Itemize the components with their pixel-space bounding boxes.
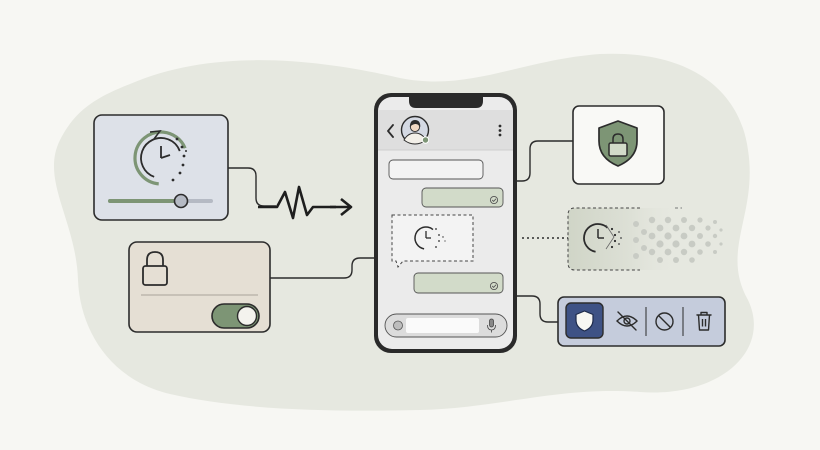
shield-lock-icon bbox=[598, 120, 638, 167]
eye-off-icon[interactable] bbox=[616, 311, 638, 331]
avatar[interactable] bbox=[400, 115, 430, 145]
read-check-icon bbox=[489, 195, 499, 205]
lock-icon bbox=[142, 251, 168, 286]
connector-line bbox=[517, 295, 558, 323]
message-input[interactable] bbox=[384, 313, 508, 338]
connector-line bbox=[228, 167, 276, 207]
back-arrow-icon[interactable] bbox=[387, 124, 394, 138]
duration-slider[interactable] bbox=[108, 193, 213, 209]
block-icon[interactable] bbox=[655, 312, 674, 331]
phone bbox=[374, 93, 517, 353]
shield-action-button[interactable] bbox=[565, 302, 604, 339]
toggle-switch[interactable] bbox=[211, 303, 260, 329]
disappearing-message-bubble bbox=[391, 214, 474, 269]
arrow-right-icon bbox=[330, 197, 353, 217]
lock-toggle-card bbox=[128, 241, 271, 333]
connector-line bbox=[517, 140, 573, 182]
slider-thumb[interactable] bbox=[173, 193, 189, 209]
dissolving-timer-icon bbox=[583, 223, 622, 253]
trash-icon[interactable] bbox=[696, 311, 712, 331]
message-bubble bbox=[413, 272, 504, 294]
privacy-action-panel bbox=[557, 296, 726, 347]
more-vertical-icon[interactable] bbox=[498, 124, 502, 137]
chat-header bbox=[378, 110, 513, 151]
dissolve-particles bbox=[633, 216, 723, 263]
phone-notch bbox=[409, 96, 483, 108]
shield-lock-card bbox=[572, 105, 665, 185]
timer-card bbox=[93, 114, 229, 221]
shield-icon bbox=[575, 310, 594, 332]
timer-icon bbox=[414, 226, 446, 250]
microphone-icon[interactable] bbox=[487, 318, 496, 333]
read-check-icon bbox=[489, 281, 499, 291]
heartbeat-wave-icon bbox=[258, 185, 336, 220]
timer-icon bbox=[133, 130, 189, 186]
online-status-dot bbox=[421, 136, 430, 144]
connector-line bbox=[270, 257, 382, 279]
dissolving-card bbox=[567, 207, 723, 271]
message-bubble bbox=[421, 187, 504, 208]
message-bubble bbox=[388, 159, 484, 180]
